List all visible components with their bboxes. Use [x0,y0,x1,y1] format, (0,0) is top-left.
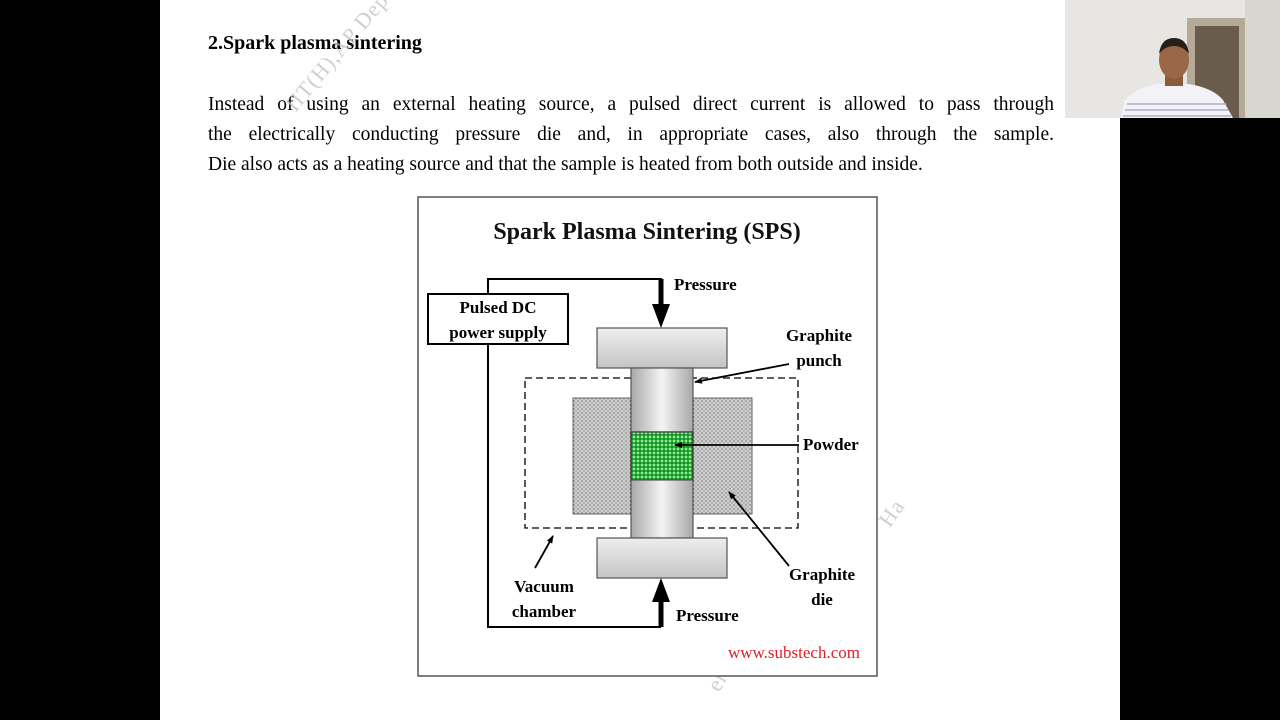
vacuum-chamber-pointer [534,535,554,569]
pressure-top-arrowhead [652,304,670,328]
graphite-die-right [692,397,753,515]
power-supply-box [427,293,569,345]
slide-title: 2.Spark plasma sintering [208,32,422,54]
top-pressure-plate [596,327,728,369]
diagram-title: Spark Plasma Sintering (SPS) [493,219,800,245]
graphite-punch-bottom [630,479,694,539]
slide-body-text: Instead of using an external heating sou… [208,90,1054,180]
body-line-1: Instead of using an external heating sou… [208,94,1054,115]
power-supply-label-1: Pulsed DC [460,298,537,317]
graphite-die-left [572,397,632,515]
body-line-2: the electrically conducting pressure die… [208,124,1054,145]
source-url: www.substech.com [728,643,860,662]
graphite-die-label-2: die [811,590,833,609]
powder-sample [630,431,694,481]
shirt-stripes [1123,103,1231,117]
pressure-bottom-arrowhead [652,578,670,602]
watermark-text-2: Ha [873,494,910,532]
power-supply-label-2: power supply [449,323,547,342]
vacuum-chamber-label-2: chamber [512,602,577,621]
pressure-bottom-label: Pressure [676,606,739,625]
graphite-die-pointer [728,491,790,567]
graphite-punch-label-1: Graphite [786,326,853,345]
webcam-video-feed [1065,0,1280,118]
powder-label: Powder [803,435,859,454]
body-line-3: Die also acts as a heating source and th… [208,154,923,175]
graphite-punch-top [630,367,694,433]
speaker-head [1159,41,1189,79]
pressure-top-label: Pressure [674,275,737,294]
wall-shadow [1245,0,1280,118]
graphite-die-label-1: Graphite [789,565,856,584]
speaker-hair [1159,38,1189,54]
bottom-pressure-plate [596,537,728,579]
vacuum-chamber-label-1: Vacuum [514,577,574,596]
sps-diagram: Spark Plasma Sintering (SPS) Pulsed DC p… [417,196,878,677]
graphite-punch-pointer [694,363,790,384]
graphite-punch-label-2: punch [796,351,842,370]
